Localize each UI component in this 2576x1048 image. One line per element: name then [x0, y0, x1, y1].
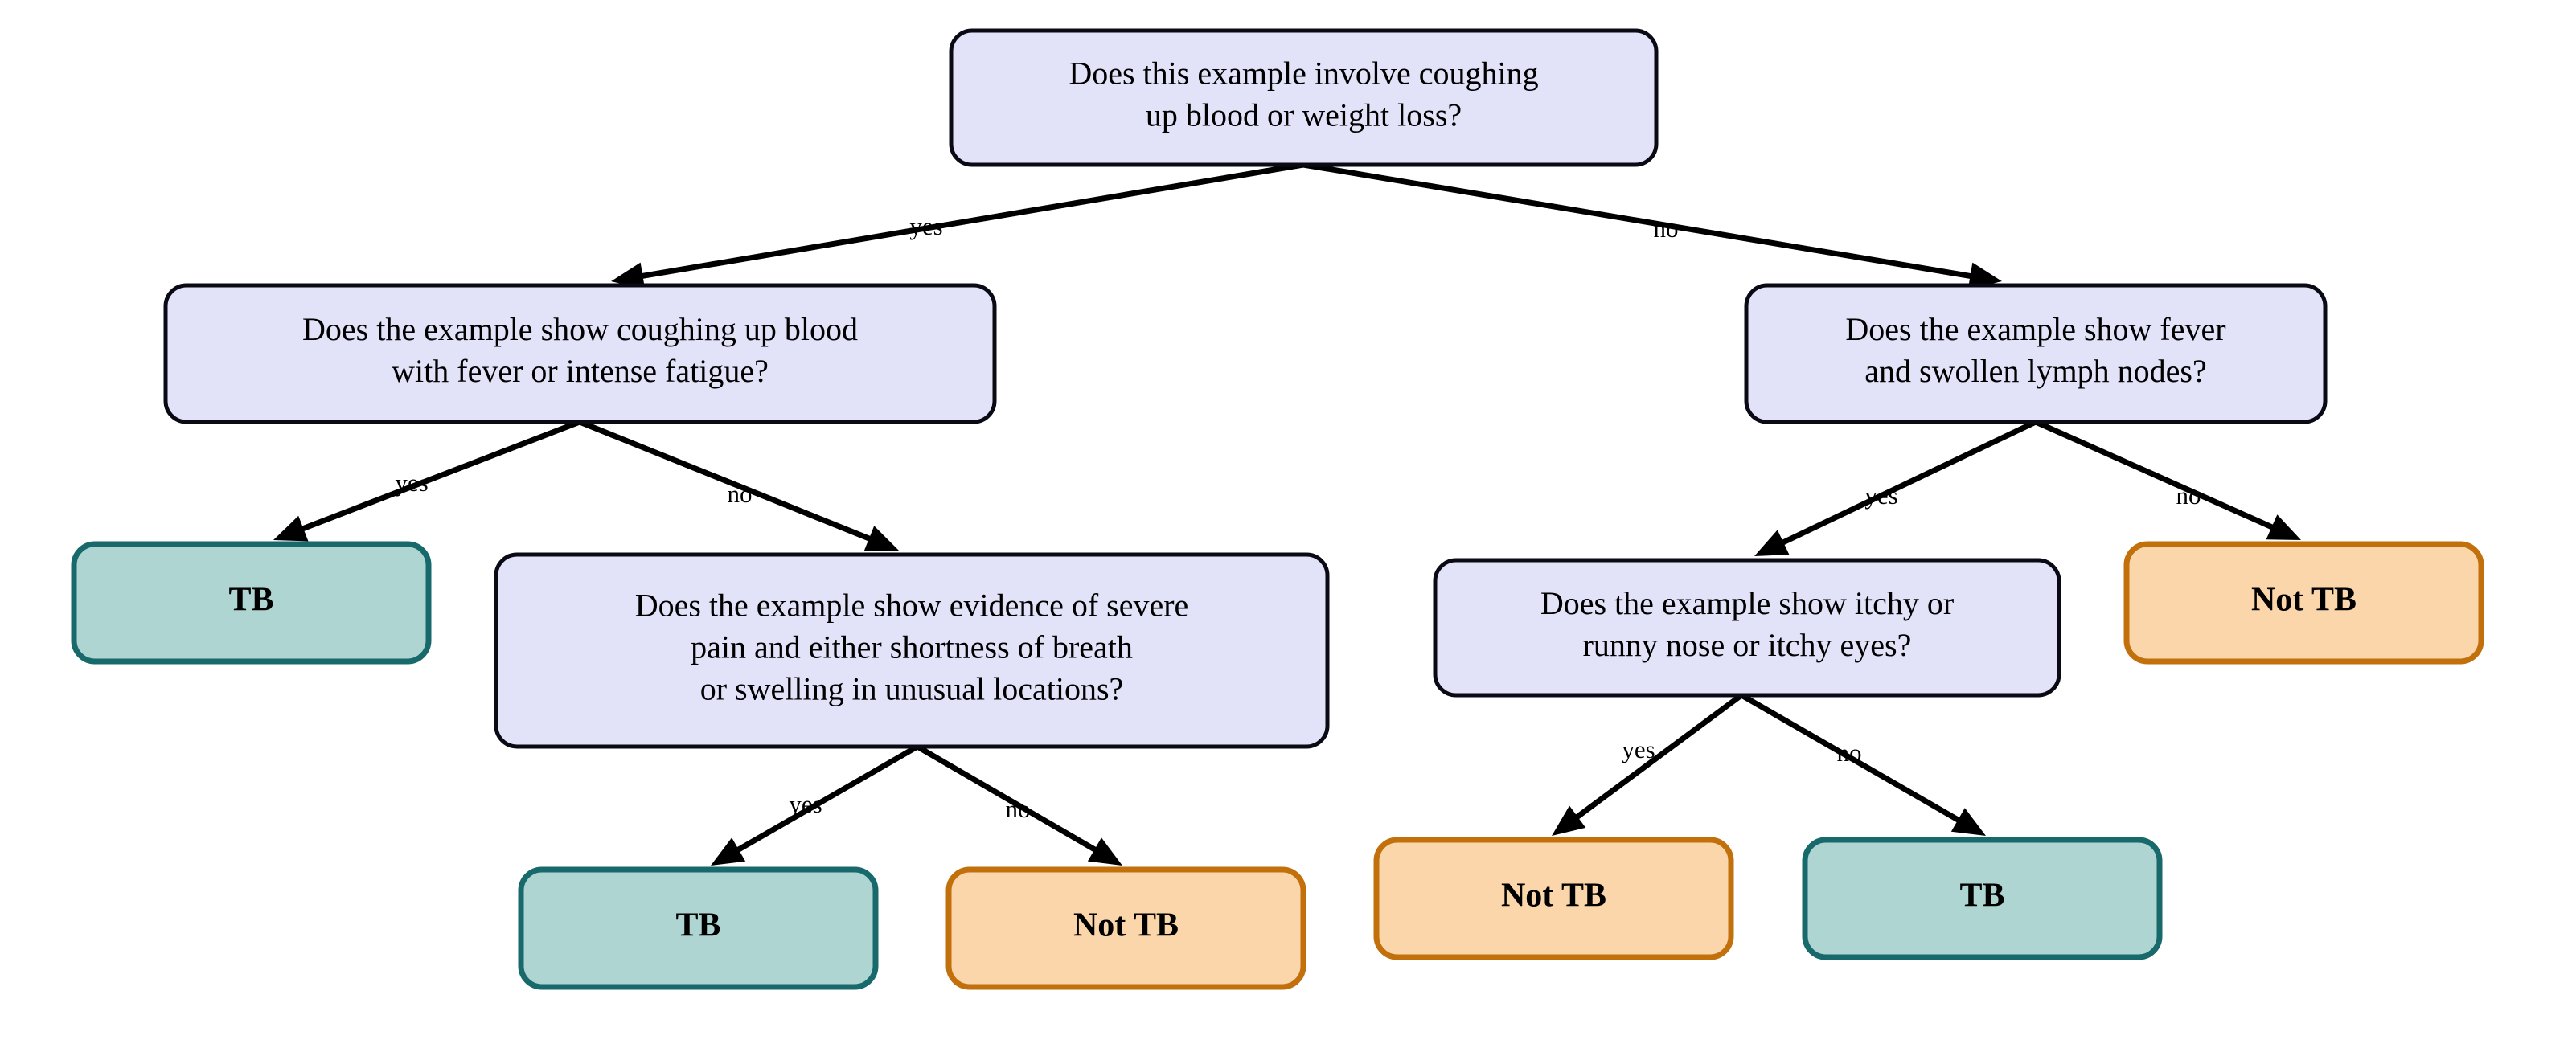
- node-text-line: Not TB: [1501, 878, 1606, 915]
- edge-label-no: no: [2176, 481, 2201, 510]
- node-text-line: TB: [228, 582, 273, 619]
- tree-node-tb_bottom_left[interactable]: TB: [518, 866, 879, 990]
- tree-node-tb_bottom_right[interactable]: TB: [1802, 837, 2163, 960]
- edge-label-yes: yes: [1864, 481, 1897, 510]
- tree-edge-right_q-to-nottb_topright: no: [2034, 419, 2301, 540]
- edge-line: [637, 162, 1304, 280]
- tree-node-left_q[interactable]: Does the example show coughing up blood w…: [163, 283, 997, 424]
- node-text-line: with fever or intense fatigue?: [392, 353, 769, 389]
- tree-edge-severe_pain_q-to-nottb_bottom_left: no: [916, 743, 1122, 866]
- tree-edge-severe_pain_q-to-tb_bottom_left: yes: [711, 743, 919, 866]
- node-box[interactable]: [163, 283, 997, 424]
- tree-node-nottb_bottom_right[interactable]: Not TB: [1373, 837, 1734, 960]
- node-box[interactable]: [1433, 558, 2061, 698]
- arrowhead-icon: [1754, 530, 1790, 556]
- arrowhead-icon: [1087, 837, 1122, 866]
- edge-line: [916, 743, 1101, 854]
- edge-line: [1740, 692, 1964, 825]
- tree-node-itchy_q[interactable]: Does the example show itchy or runny nose…: [1433, 558, 2061, 698]
- edge-line: [732, 743, 919, 855]
- arrowhead-icon: [863, 526, 899, 551]
- edge-label-no: no: [728, 480, 753, 508]
- tree-edge-left_q-to-severe_pain_q: no: [578, 419, 899, 551]
- arrowhead-icon: [711, 837, 746, 866]
- edge-line: [1302, 162, 1976, 280]
- tree-edge-itchy_q-to-nottb_bottom_right: yes: [1552, 693, 1744, 836]
- edge-line: [2034, 419, 2278, 532]
- edge-line: [297, 419, 581, 534]
- node-box[interactable]: [949, 28, 1659, 167]
- node-box[interactable]: [1744, 283, 2328, 424]
- node-box[interactable]: [518, 866, 879, 990]
- node-text-line: Not TB: [1073, 907, 1179, 944]
- tree-edge-itchy_q-to-tb_bottom_right: no: [1740, 692, 1986, 836]
- edge-line: [1778, 419, 2037, 547]
- node-text-line: Does the example show coughing up blood: [302, 311, 858, 347]
- arrowhead-icon: [2266, 514, 2301, 540]
- node-box[interactable]: [945, 866, 1306, 990]
- arrowhead-icon: [273, 515, 309, 542]
- tree-edge-root-to-left_q: yes: [611, 162, 1304, 290]
- edge-line: [1572, 693, 1744, 822]
- node-text-line: pain and either shortness of breath: [691, 629, 1133, 665]
- tree-node-severe_pain_q[interactable]: Does the example show evidence of severe…: [494, 552, 1330, 749]
- arrowhead-icon: [1552, 805, 1586, 836]
- arrowhead-icon: [611, 262, 646, 290]
- arrowhead-icon: [1967, 262, 2002, 290]
- node-box[interactable]: [2123, 541, 2484, 665]
- edge-label-yes: yes: [395, 469, 428, 497]
- tree-node-right_q[interactable]: Does the example show fever and swollen l…: [1744, 283, 2328, 424]
- node-text-line: Does this example involve coughing: [1069, 55, 1538, 92]
- tree-node-tb_left[interactable]: TB: [71, 541, 432, 665]
- edge-label-no: no: [1837, 739, 1862, 767]
- arrowhead-icon: [1950, 808, 1986, 836]
- node-text-line: Does the example show fever: [1845, 311, 2225, 347]
- node-box[interactable]: [71, 541, 432, 665]
- edge-label-yes: yes: [789, 790, 822, 818]
- edge-label-yes: yes: [1622, 735, 1655, 763]
- tree-edge-left_q-to-tb_left: yes: [273, 419, 581, 542]
- edge-line: [578, 419, 875, 543]
- node-text-line: Does the example show itchy or: [1540, 585, 1954, 621]
- tree-edge-right_q-to-itchy_q: yes: [1754, 419, 2037, 556]
- node-text-line: or swelling in unusual locations?: [700, 671, 1124, 707]
- edge-label-no: no: [1006, 795, 1031, 823]
- node-text-line: and swollen lymph nodes?: [1864, 353, 2207, 389]
- node-text-line: runny nose or itchy eyes?: [1583, 627, 1912, 663]
- node-box[interactable]: [1802, 837, 2163, 960]
- nodes-layer: Does this example involve coughing up blo…: [71, 28, 2484, 990]
- edge-label-yes: yes: [909, 212, 942, 240]
- node-box[interactable]: [494, 552, 1330, 749]
- tree-node-nottb_bottom_left[interactable]: Not TB: [945, 866, 1306, 990]
- tree-edge-root-to-right_q: no: [1302, 162, 2002, 290]
- tree-node-nottb_topright[interactable]: Not TB: [2123, 541, 2484, 665]
- node-text-line: Does the example show evidence of severe: [635, 587, 1189, 624]
- edge-label-no: no: [1654, 215, 1679, 243]
- edges-layer: yes no yes no yes no yes no yes no: [273, 162, 2301, 866]
- node-text-line: TB: [675, 907, 720, 944]
- node-text-line: up blood or weight loss?: [1146, 97, 1462, 133]
- tree-node-root[interactable]: Does this example involve coughing up blo…: [949, 28, 1659, 167]
- node-box[interactable]: [1373, 837, 1734, 960]
- node-text-line: Not TB: [2251, 582, 2357, 619]
- node-text-line: TB: [1959, 878, 2004, 915]
